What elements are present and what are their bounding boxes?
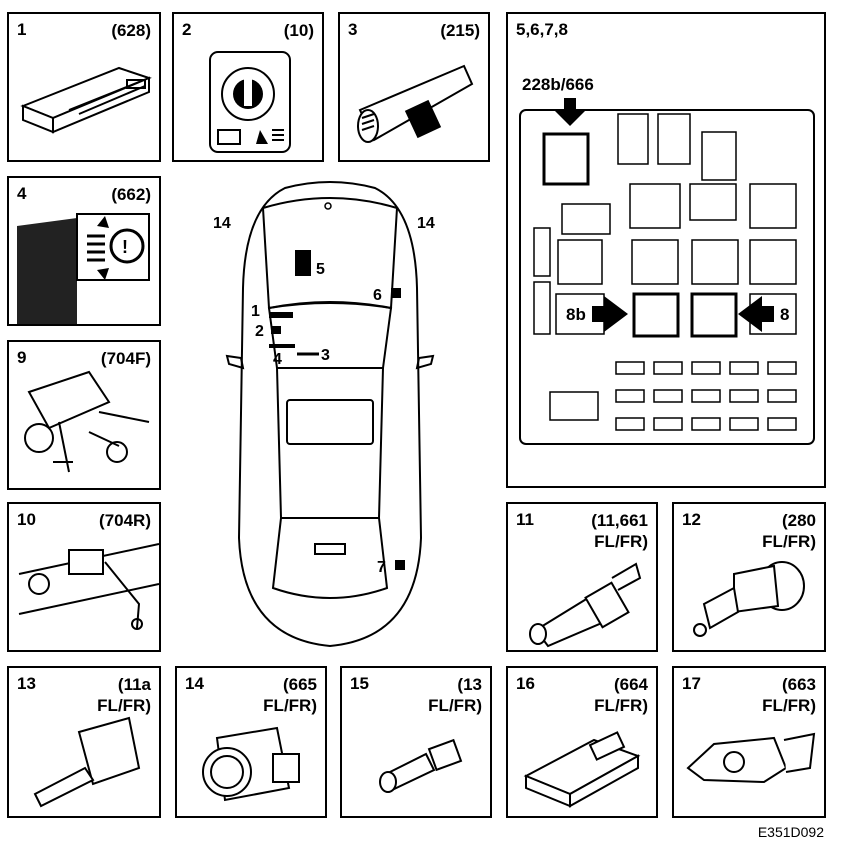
marker-5: 5 — [316, 261, 325, 278]
panel-number: 3 — [348, 20, 358, 39]
marker-2: 2 — [255, 323, 264, 340]
component-code: (662) — [111, 185, 151, 204]
marker-7: 7 — [377, 559, 386, 576]
headlamp-unit-drawing — [686, 732, 816, 784]
panel-2-light-switch: 2 (10) — [172, 12, 324, 162]
h4-bulb-drawing — [529, 562, 642, 648]
panel-number: 1 — [17, 20, 27, 39]
panel-number: 5,6,7,8 — [516, 20, 568, 39]
panel-number: 9 — [17, 348, 27, 367]
arrow-label-8: 8 — [780, 305, 789, 324]
light-switch-drawing — [209, 51, 291, 153]
label-14-left: 14 — [213, 215, 231, 232]
panel-number: 14 — [185, 674, 204, 693]
panel-number: 17 — [682, 674, 701, 693]
component-code: (215) — [440, 21, 480, 40]
marker-1: 1 — [251, 303, 260, 320]
panel-number: 11 — [516, 510, 534, 529]
stalk-switch-drawing — [357, 64, 474, 143]
panel-1-control-module: 1 (628) — [7, 12, 161, 162]
svg-text:!: ! — [122, 237, 128, 257]
front-sensor-drawing — [24, 370, 150, 473]
panel-3-stalk-switch: 3 (215) — [338, 12, 490, 162]
marker-3: 3 — [321, 347, 330, 364]
panel-number: 4 — [17, 184, 27, 203]
ballast-drawing — [523, 731, 641, 808]
figure-reference: E351D092 — [757, 824, 824, 840]
component-code: (704F) — [100, 349, 151, 368]
car-top-view: 5 6 1 2 4 3 7 14 14 — [213, 181, 435, 648]
panel-number: 10 — [17, 510, 36, 529]
label-14-right: 14 — [417, 215, 435, 232]
small-bulb-drawing — [379, 738, 463, 793]
relay-label: 228b/666 — [522, 75, 594, 94]
panel-9-front-sensor: 9 (704F) — [7, 340, 161, 490]
panel-fusebox: 5,6,7,8 228b/666 8b 8 — [506, 12, 826, 488]
component-code: (628) — [111, 21, 151, 40]
xenon-bulb-drawing — [33, 716, 141, 808]
marker-6: 6 — [373, 287, 382, 304]
marker-4: 4 — [273, 351, 282, 368]
arrow-label-8b: 8b — [566, 305, 586, 324]
component-code: (704R) — [99, 511, 151, 530]
panel-number: 15 — [350, 674, 369, 693]
panel-10-rear-sensor: 10 (704R) — [7, 502, 161, 652]
panel-number: 2 — [182, 20, 192, 39]
panel-number: 12 — [682, 510, 701, 529]
panel-4-headlight-level: 4 (662) ! — [7, 176, 161, 326]
fusebox-drawing: 228b/666 8b 8 — [519, 75, 815, 445]
headlight-level-drawing: ! — [17, 213, 150, 324]
fog-lamp-drawing — [202, 726, 300, 802]
bulb-socket-drawing — [693, 561, 805, 637]
panel-number: 16 — [516, 674, 535, 693]
rear-sensor-drawing — [18, 543, 159, 630]
component-code: (10) — [283, 21, 314, 40]
control-module-drawing — [20, 66, 152, 134]
panel-number: 13 — [17, 674, 36, 693]
